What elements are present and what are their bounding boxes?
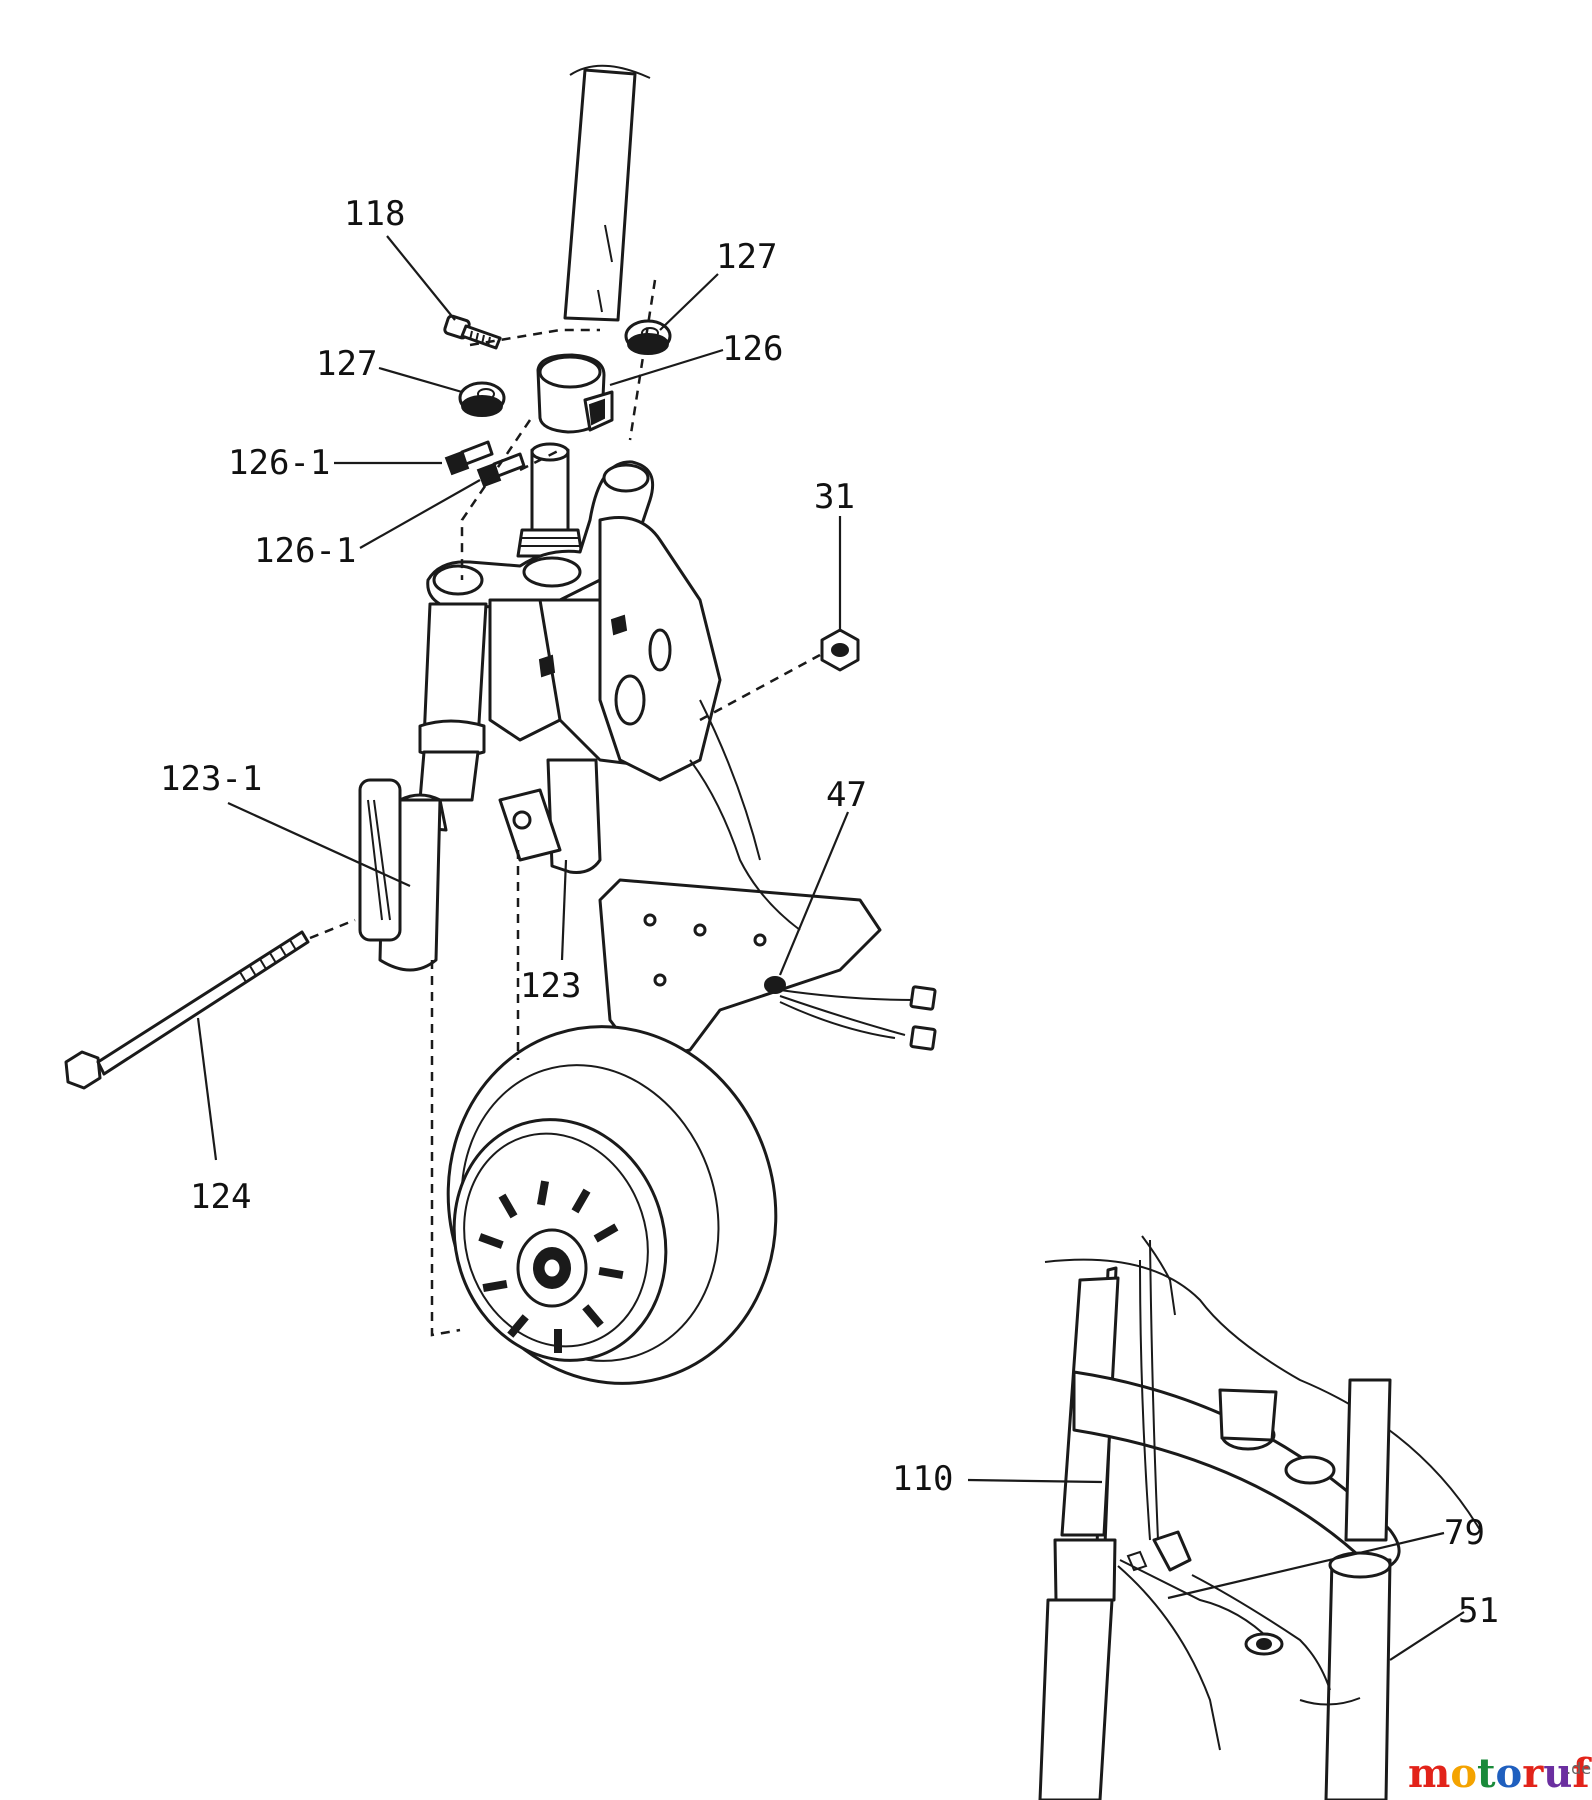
callout-127-left: 127: [316, 344, 377, 384]
svg-text:.de: .de: [1566, 1759, 1591, 1778]
assembly-guide-lines: [309, 279, 821, 1337]
callout-31: 31: [814, 477, 855, 517]
front-fork-assembly-123: [358, 442, 882, 1062]
callout-124: 124: [190, 1177, 251, 1217]
motoruf-watermark-logo: motoruf .de: [1408, 1750, 1592, 1797]
callout-126: 126: [722, 329, 783, 369]
callout-126-1-upper: 126-1: [228, 443, 330, 483]
callout-79: 79: [1444, 1513, 1485, 1553]
bolt-118: [443, 314, 502, 350]
leader-lines: [196, 235, 1465, 1661]
front-wheel: [446, 1025, 778, 1385]
grommet-127-right: [624, 319, 672, 355]
screw-126-1-upper: [444, 440, 494, 476]
callout-123: 123: [520, 966, 581, 1006]
detail-inset-brake-cable: [1038, 1235, 1481, 1800]
callout-110: 110: [892, 1459, 953, 1499]
callout-127-right: 127: [716, 237, 777, 277]
steering-column-tube: [563, 64, 651, 322]
callout-118: 118: [344, 194, 405, 234]
callout-126-1-lower: 126-1: [254, 531, 356, 571]
callout-123-1: 123-1: [160, 759, 262, 799]
callout-51: 51: [1458, 1591, 1499, 1631]
svg-text:motoruf: motoruf: [1408, 1750, 1592, 1797]
screw-126-1-lower: [476, 452, 526, 488]
grommet-127-left: [458, 381, 506, 417]
axle-bolt-124: [64, 930, 310, 1090]
nut-31: [820, 628, 860, 672]
wire-harness-47: [764, 976, 937, 1051]
callout-labels: 118 127 127 126 126-1 126-1 31 123-1 47 …: [160, 194, 1499, 1631]
clamp-126: [536, 353, 614, 434]
callout-47: 47: [826, 775, 867, 815]
